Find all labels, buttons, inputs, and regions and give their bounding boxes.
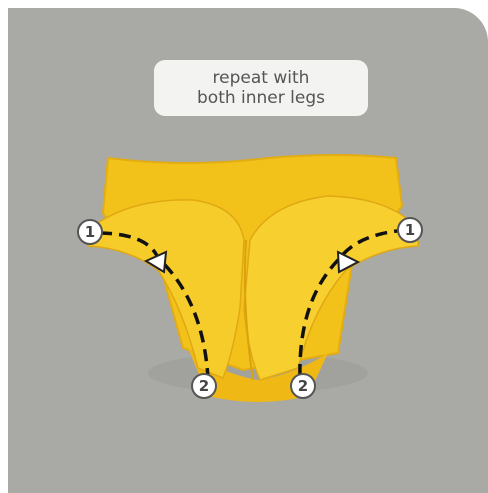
- left-start-label: 1: [85, 223, 95, 241]
- left-end-label: 2: [199, 377, 209, 395]
- instruction-photo-card: 1 1 2 2 repeat with both inner legs: [8, 8, 488, 493]
- right-start-label: 1: [405, 221, 415, 239]
- instruction-caption: repeat with both inner legs: [154, 60, 368, 116]
- left-start-marker: 1: [78, 220, 102, 244]
- right-start-marker: 1: [398, 218, 422, 242]
- caption-line-2: both inner legs: [154, 88, 368, 108]
- right-end-marker: 2: [291, 374, 315, 398]
- right-end-label: 2: [298, 377, 308, 395]
- left-end-marker: 2: [192, 374, 216, 398]
- caption-line-1: repeat with: [154, 68, 368, 88]
